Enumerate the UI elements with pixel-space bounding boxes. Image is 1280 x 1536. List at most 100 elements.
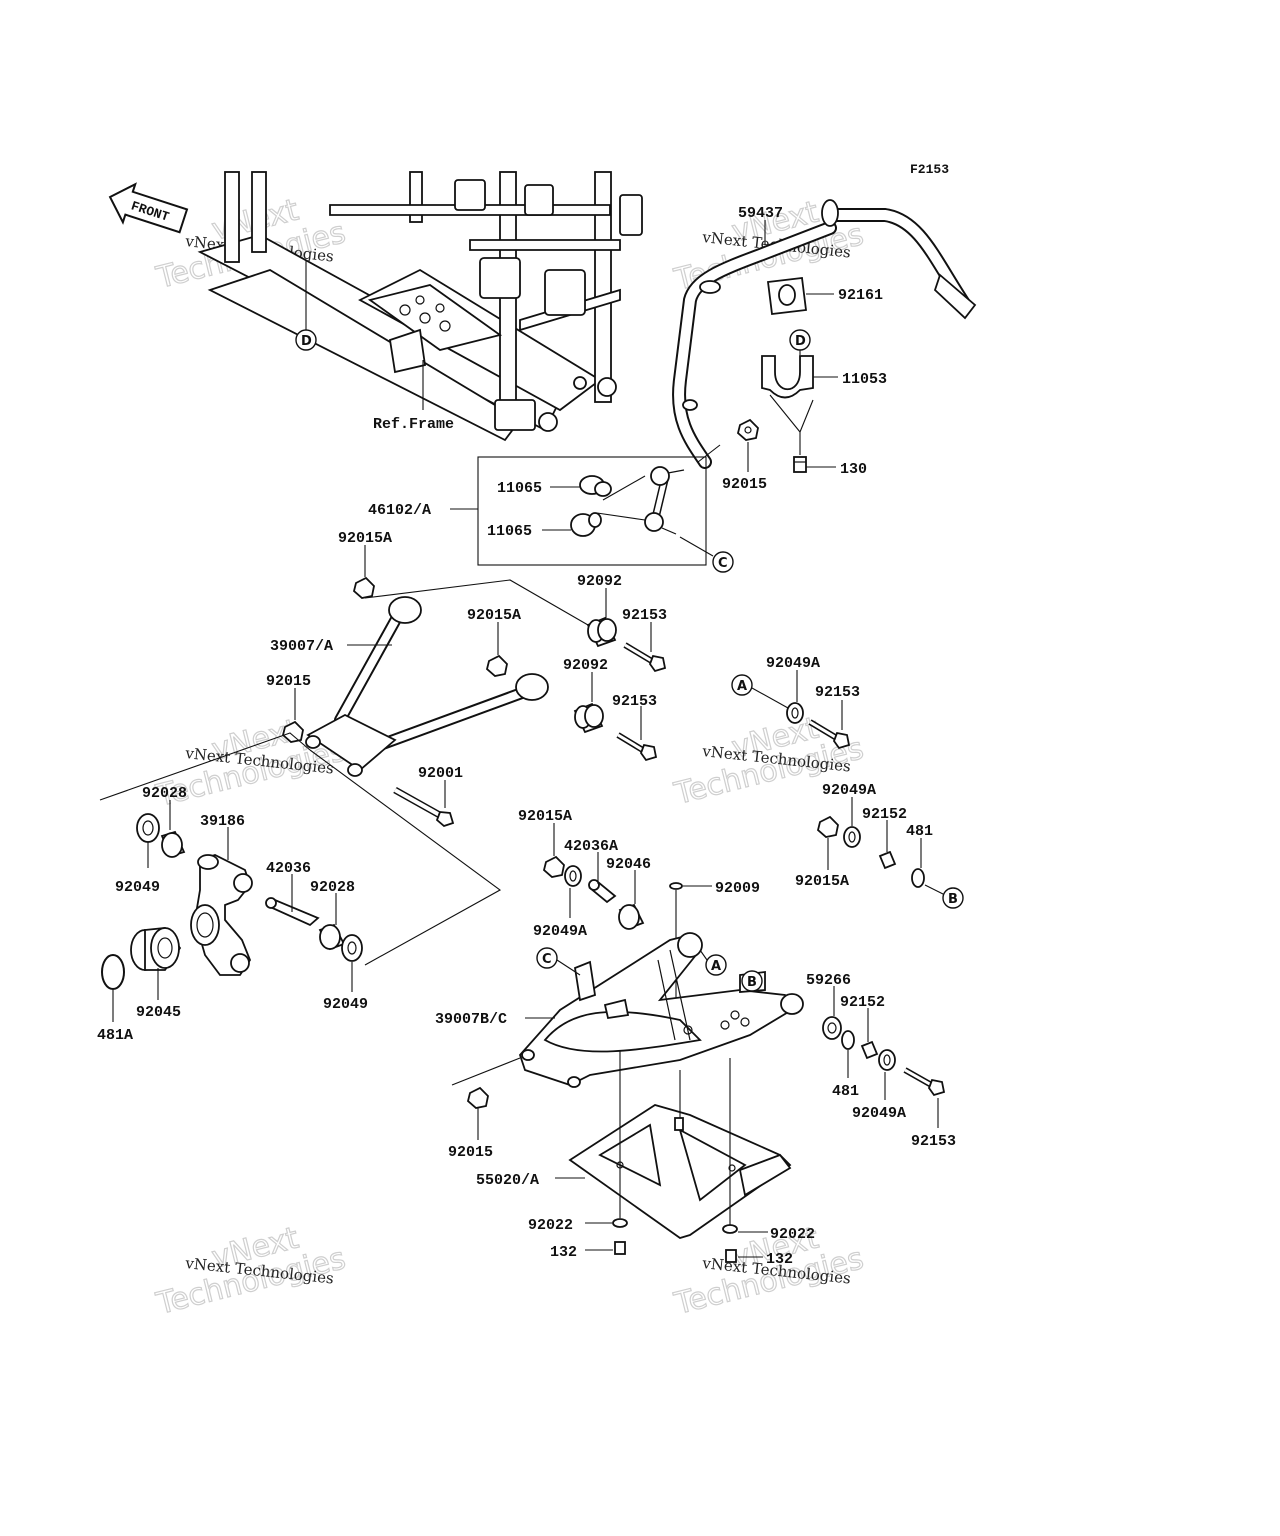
circlip-481-a-illustration <box>911 868 925 888</box>
leader-line <box>699 949 708 961</box>
leader-line <box>751 687 789 709</box>
part-label: 59266 <box>806 972 851 989</box>
part-label: 11065 <box>487 523 532 540</box>
bolt-92153-c-illustration <box>808 719 851 750</box>
bolt-130-illustration <box>793 456 807 473</box>
bolt-132-a-illustration <box>614 1241 626 1255</box>
nut-92015-low-illustration <box>466 1086 489 1109</box>
nut-92015a-right-illustration <box>816 815 839 838</box>
part-label: 92022 <box>528 1217 573 1234</box>
part-label: 92049A <box>822 782 876 799</box>
part-label: 92046 <box>606 856 651 873</box>
circlip-481a-illustration <box>101 954 125 990</box>
collar-92152-b-illustration <box>860 1040 879 1060</box>
leader-line <box>309 749 502 966</box>
part-label: 92045 <box>136 1004 181 1021</box>
part-label: 42036A <box>564 838 618 855</box>
sleeve-42036a-illustration <box>588 879 617 904</box>
part-label: 92152 <box>840 994 885 1011</box>
part-label: 92022 <box>770 1226 815 1243</box>
svg-text:C: C <box>542 952 552 967</box>
part-label: 92028 <box>142 785 187 802</box>
leader-line <box>679 536 714 557</box>
sleeve-42036-illustration <box>265 897 320 927</box>
svg-text:A: A <box>711 959 721 974</box>
svg-text:B: B <box>747 975 757 990</box>
part-label: 481 <box>906 823 933 840</box>
boot-11065-b-illustration <box>570 512 602 537</box>
part-label: 92001 <box>418 765 463 782</box>
circlip-481-b-illustration <box>841 1030 855 1050</box>
nut-92015a-illustration <box>485 654 508 677</box>
bushing-92046-illustration <box>618 903 645 930</box>
bearing-92045-illustration <box>130 927 182 971</box>
part-label: 92049A <box>852 1105 906 1122</box>
watermark-group-bottom-right: vNext Technologies vNext Technologies <box>670 1220 868 1323</box>
callout-a: A <box>705 954 727 976</box>
seal-59266-illustration <box>822 1016 842 1040</box>
part-label: 39186 <box>200 813 245 830</box>
boot-11065-a-illustration <box>579 475 612 497</box>
part-label: 46102/A <box>368 502 431 519</box>
bolt-132-b-illustration <box>725 1249 737 1263</box>
frame-illustration <box>197 171 643 442</box>
bushing-92092-b-illustration <box>573 702 604 734</box>
bolt-92153-a-illustration <box>623 642 667 673</box>
bolt-92153-d-illustration <box>903 1067 946 1097</box>
skid-plate-illustration <box>568 1104 792 1239</box>
svg-text:A: A <box>737 679 747 694</box>
knuckle-39186-illustration <box>190 854 253 976</box>
part-label: 132 <box>766 1251 793 1268</box>
callout-a: A <box>731 674 753 696</box>
part-label: 92049A <box>766 655 820 672</box>
part-label: 92015 <box>448 1144 493 1161</box>
part-label: 130 <box>840 461 867 478</box>
seal-92049-b-illustration <box>341 934 363 962</box>
leader-line <box>99 732 311 801</box>
bushing-92092-a-illustration <box>586 616 617 648</box>
part-label: 132 <box>550 1244 577 1261</box>
collar-92028-a-illustration <box>160 830 186 858</box>
seal-92049a-c-illustration <box>564 865 582 887</box>
part-label: 92049A <box>533 923 587 940</box>
part-label: 92015A <box>518 808 572 825</box>
svg-text:B: B <box>948 892 958 907</box>
nut-92015-illustration <box>736 418 759 441</box>
stabilizer-bar-illustration <box>672 199 977 469</box>
part-label: 92092 <box>563 657 608 674</box>
part-label: 92015A <box>338 530 392 547</box>
part-label: 92153 <box>815 684 860 701</box>
leader-line <box>451 1057 521 1086</box>
seal-92049-a-illustration <box>136 813 160 843</box>
washer-92022-a-illustration <box>612 1218 628 1228</box>
leader-line <box>556 959 581 976</box>
part-label: 92009 <box>715 880 760 897</box>
svg-text:D: D <box>301 334 312 349</box>
part-label: 481A <box>97 1027 133 1044</box>
callout-d: D <box>295 329 317 351</box>
seal-92049a-b-illustration <box>843 826 861 848</box>
part-label: 92015 <box>266 673 311 690</box>
kit-box-46102 <box>477 456 707 566</box>
seal-92049a-illustration <box>786 702 804 724</box>
part-label: 39007/A <box>270 638 333 655</box>
part-label: 92153 <box>622 607 667 624</box>
svg-text:C: C <box>718 556 728 571</box>
part-label: 92153 <box>911 1133 956 1150</box>
part-label: 92161 <box>838 287 883 304</box>
leader-line <box>924 884 946 896</box>
screw-92009-illustration <box>669 882 683 890</box>
part-label: 481 <box>832 1083 859 1100</box>
bolt-92001-illustration <box>393 786 455 828</box>
link-rod-illustration <box>644 444 721 535</box>
part-label: 92153 <box>612 693 657 710</box>
leader-line <box>769 394 814 434</box>
part-label: 92049 <box>115 879 160 896</box>
part-label: 92049 <box>323 996 368 1013</box>
callout-d: D <box>789 329 811 351</box>
nut-92015a-lower-illustration <box>542 855 565 878</box>
collar-92152-a-illustration <box>878 850 897 870</box>
leader-line <box>602 475 646 501</box>
part-label: 55020/A <box>476 1172 539 1189</box>
